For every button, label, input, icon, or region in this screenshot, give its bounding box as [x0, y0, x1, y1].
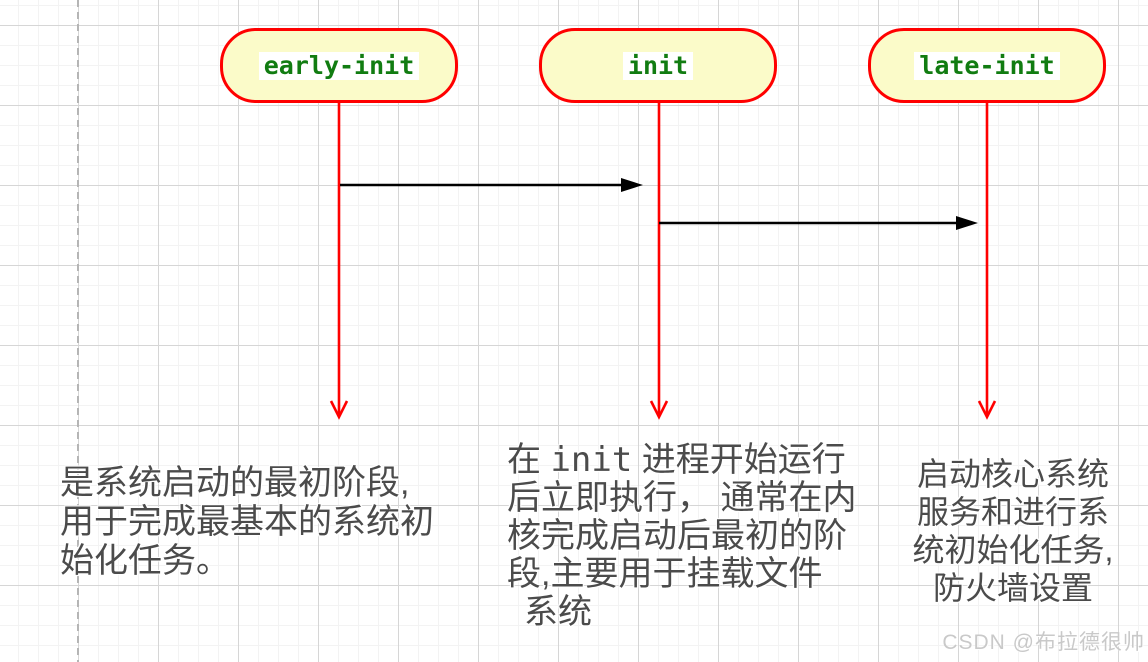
description-line: 后立即执行， 通常在内: [507, 479, 857, 517]
description-line: 系统: [524, 593, 592, 631]
description-line: 段,主要用于挂载文件: [507, 555, 823, 593]
actor-label: late-init: [914, 51, 1060, 80]
description-line: 在 init 进程开始运行: [507, 440, 846, 480]
lifeline-arrowhead: [329, 400, 349, 420]
description-line: 统初始化任务,: [912, 532, 1114, 568]
description-line: 核完成启动后最初的阶: [507, 517, 847, 555]
arrowhead: [956, 216, 978, 230]
description-line: 是系统启动的最初阶段,: [60, 464, 410, 502]
description-late-init[interactable]: 启动核心系统 服务和进行系 统初始化任务, 防火墙设置: [898, 455, 1128, 607]
lifeline-late-init[interactable]: [977, 103, 997, 420]
description-line: 始化任务。: [60, 542, 230, 580]
description-line: 启动核心系统: [916, 456, 1109, 492]
message-arrow-early-to-init[interactable]: [340, 178, 643, 192]
lifeline-init[interactable]: [649, 103, 669, 420]
description-line: 防火墙设置: [932, 570, 1093, 606]
description-init[interactable]: 在 init 进程开始运行 后立即执行， 通常在内 核完成启动后最初的阶 段,主…: [507, 441, 856, 631]
actor-node-late-init[interactable]: late-init: [868, 28, 1106, 103]
description-line: 服务和进行系: [916, 494, 1109, 530]
actor-label: init: [622, 51, 694, 80]
description-line: 用于完成最基本的系统初: [60, 503, 434, 541]
actor-node-init[interactable]: init: [539, 28, 777, 103]
lifeline-early-init[interactable]: [329, 103, 349, 420]
lifeline-arrowhead: [977, 400, 997, 420]
inline-code: init: [550, 440, 633, 480]
lifeline-arrowhead: [649, 400, 669, 420]
actor-label: early-init: [258, 51, 420, 80]
arrowhead: [621, 178, 643, 192]
message-arrow-init-to-late[interactable]: [659, 216, 978, 230]
csdn-watermark: CSDN @布拉德很帅: [942, 631, 1145, 654]
actor-node-early-init[interactable]: early-init: [220, 28, 458, 103]
description-early-init[interactable]: 是系统启动的最初阶段, 用于完成最基本的系统初 始化任务。: [60, 464, 434, 581]
